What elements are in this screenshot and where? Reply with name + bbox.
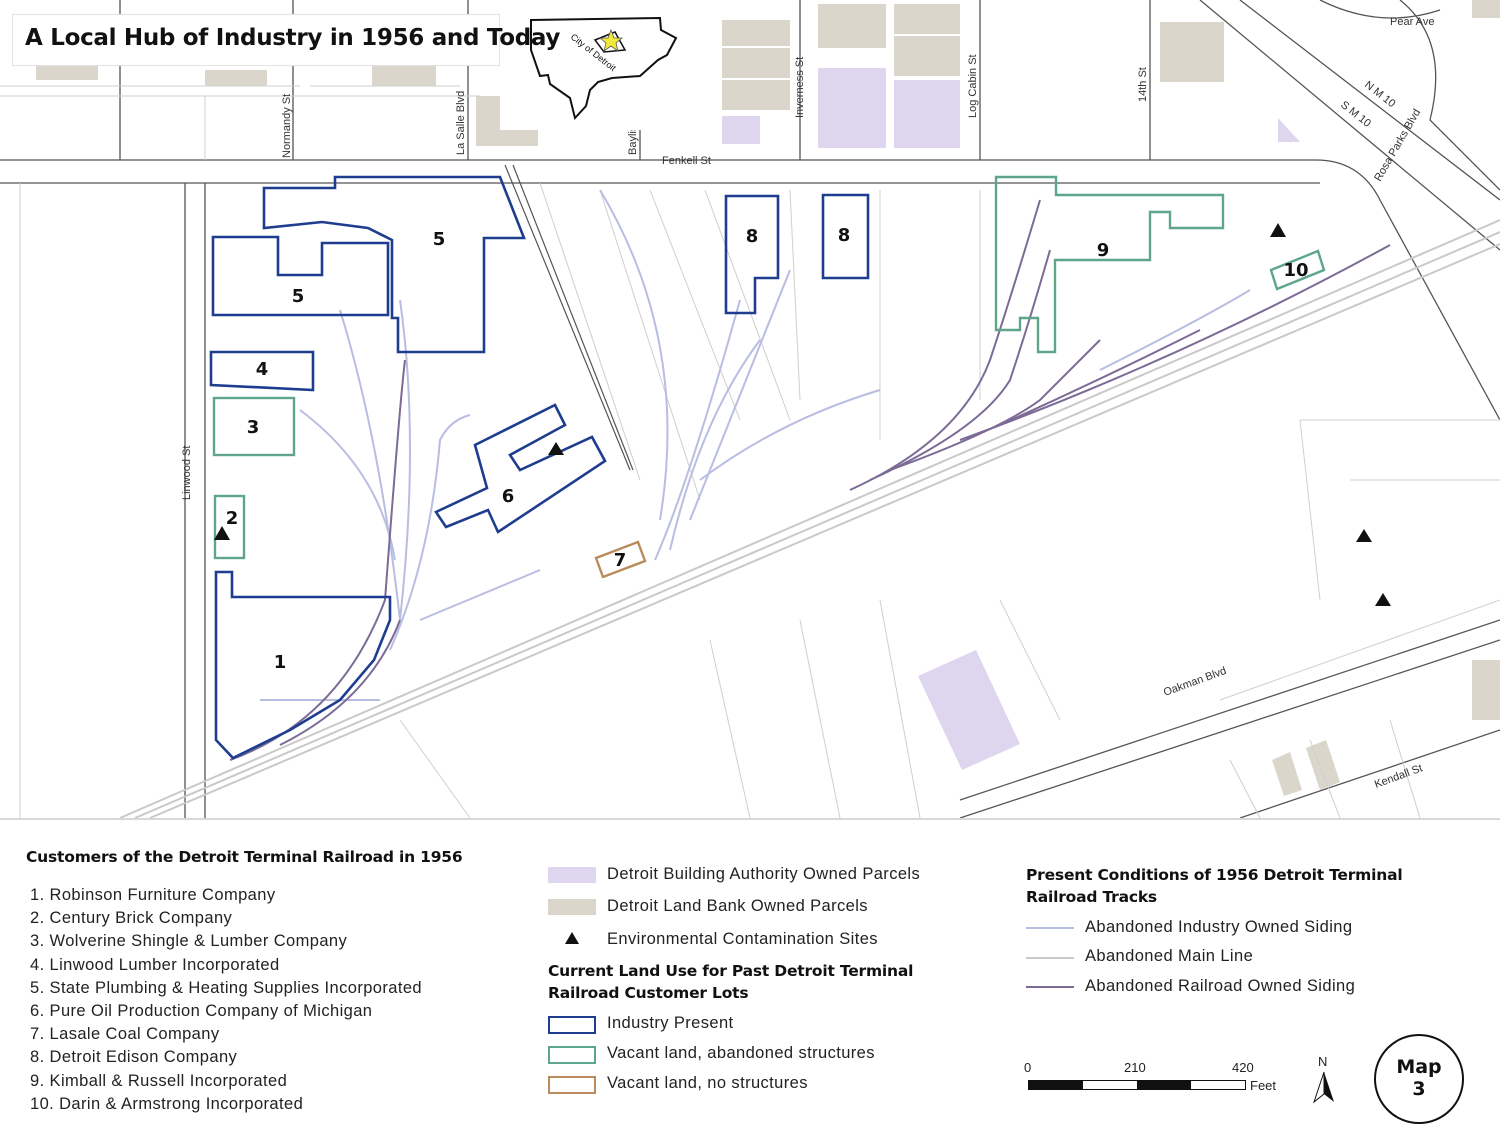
lot-vacant-none <box>594 540 647 579</box>
industry-present-swatch <box>548 1016 596 1034</box>
customer-item: 9. Kimball & Russell Incorporated <box>30 1071 288 1090</box>
street-logcabin: Log Cabin St <box>967 54 979 118</box>
lot-label-8b: 8 <box>838 225 851 246</box>
lot-label-3: 3 <box>247 417 260 438</box>
customers-title: Customers of the Detroit Terminal Railro… <box>26 848 463 866</box>
contamination-icon <box>565 932 579 944</box>
lots-industry-present <box>209 175 870 760</box>
scale-seg <box>1137 1081 1191 1089</box>
north-label: N <box>1318 1054 1328 1069</box>
street-linwood: Linwood St <box>181 446 193 500</box>
main-line-swatch <box>1026 957 1074 959</box>
vacant-none-swatch <box>548 1076 596 1094</box>
landbank-swatch <box>548 899 596 915</box>
land-bank-parcels <box>36 0 1500 796</box>
dba-swatch <box>548 867 596 883</box>
industry-siding-swatch <box>1026 927 1074 929</box>
streets <box>0 0 1500 818</box>
street-fenkell: Fenkell St <box>662 155 711 167</box>
lot-label-5a: 5 <box>292 286 305 307</box>
customer-item: 5. State Plumbing & Heating Supplies Inc… <box>30 978 422 997</box>
north-arrow-icon <box>1312 1071 1334 1104</box>
industry-sidings <box>260 189 1251 701</box>
dba-label: Detroit Building Authority Owned Parcels <box>607 865 921 883</box>
customer-item: 7. Lasale Coal Company <box>30 1025 220 1044</box>
street-inverness: Inverness St <box>794 57 806 118</box>
vacant-none-label: Vacant land, no structures <box>607 1074 808 1092</box>
customer-item: 8. Detroit Edison Company <box>30 1048 238 1067</box>
lot-label-10: 10 <box>1283 260 1308 281</box>
customer-item: 1. Robinson Furniture Company <box>30 886 276 904</box>
customer-item: 6. Pure Oil Production Company of Michig… <box>30 1002 373 1021</box>
railroad-siding-label: Abandoned Railroad Owned Siding <box>1085 977 1356 995</box>
vacant-abandoned-swatch <box>548 1046 596 1064</box>
main-line <box>119 219 1500 818</box>
customer-item: 3. Wolverine Shingle & Lumber Company <box>30 932 348 951</box>
lot-label-7: 7 <box>614 550 627 571</box>
vacant-abandoned-label: Vacant land, abandoned structures <box>607 1044 875 1062</box>
main-line-label: Abandoned Main Line <box>1085 947 1254 965</box>
map-badge-line2: 3 <box>1412 1078 1426 1100</box>
map-badge-line1: Map <box>1396 1056 1442 1078</box>
land-use-title: Current Land Use for Past Detroit Termin… <box>548 962 914 1002</box>
map-badge: Map 3 <box>1374 1034 1464 1124</box>
map-title: A Local Hub of Industry in 1956 and Toda… <box>25 25 561 51</box>
lot-label-2: 2 <box>226 508 239 529</box>
contamination-sites <box>214 223 1391 606</box>
inset-map: City of Detroit <box>500 10 686 130</box>
lot-label-9: 9 <box>1097 240 1110 261</box>
dba-parcels <box>722 68 1300 770</box>
lot-label-8a: 8 <box>746 226 759 247</box>
street-normandy: Normandy St <box>281 94 293 158</box>
street-lasalle: La Salle Blvd <box>455 91 467 155</box>
scale-unit: Feet <box>1250 1078 1277 1093</box>
lots-vacant-abandoned <box>212 175 1326 560</box>
industry-present-label: Industry Present <box>607 1014 734 1032</box>
map: 1 2 3 4 5 5 6 7 8 8 9 10 Normandy St La … <box>0 0 1500 818</box>
lot-label-6: 6 <box>502 486 515 507</box>
railroad-siding-swatch <box>1026 986 1074 988</box>
lot-label-1: 1 <box>274 652 287 673</box>
contamination-label: Environmental Contamination Sites <box>607 930 878 948</box>
lot-label-5b: 5 <box>433 229 446 250</box>
customer-item: 2. Century Brick Company <box>30 909 233 928</box>
lot-label-4: 4 <box>256 359 269 380</box>
customer-item: 10. Darin & Armstrong Incorporated <box>30 1094 304 1113</box>
industry-siding-label: Abandoned Industry Owned Siding <box>1085 918 1353 936</box>
scale-420: 420 <box>1232 1060 1254 1075</box>
customer-list: 1. Robinson Furniture Company 2. Century… <box>30 884 422 1116</box>
customer-item: 4. Linwood Lumber Incorporated <box>30 955 280 974</box>
scale-seg <box>1029 1081 1083 1089</box>
street-14th: 14th St <box>1137 67 1149 102</box>
scale-210: 210 <box>1124 1060 1146 1075</box>
scale-0: 0 <box>1024 1060 1032 1075</box>
title-box: A Local Hub of Industry in 1956 and Toda… <box>12 14 560 66</box>
tracks-title: Present Conditions of 1956 Detroit Termi… <box>1026 866 1403 906</box>
minor-lines <box>0 85 1500 818</box>
landbank-label: Detroit Land Bank Owned Parcels <box>607 897 868 915</box>
legend: Customers of the Detroit Terminal Railro… <box>0 818 1500 1133</box>
street-pear: Pear Ave <box>1390 16 1434 28</box>
